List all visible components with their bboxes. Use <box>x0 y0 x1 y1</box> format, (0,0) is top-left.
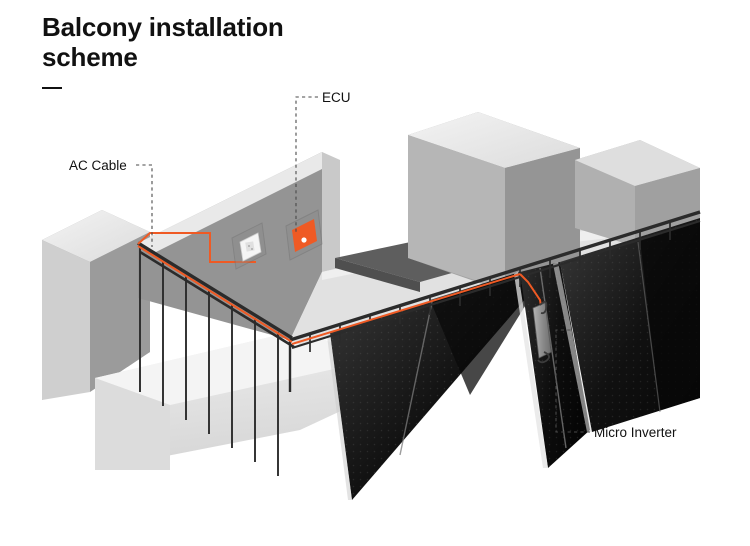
label-ac-cable: AC Cable <box>69 158 127 173</box>
leader-ac-cable <box>136 164 153 247</box>
solar-panel-3 <box>553 218 700 432</box>
wall-socket <box>231 222 267 270</box>
balcony-railing-right <box>288 210 701 392</box>
balcony-railing-left <box>137 241 295 476</box>
label-micro-inverter: Micro Inverter <box>594 425 677 440</box>
solar-panel-1 <box>327 272 540 500</box>
title-rule <box>42 87 62 89</box>
label-ecu: ECU <box>322 90 351 105</box>
solar-panel-array <box>327 218 700 500</box>
building-wall-right <box>408 112 580 290</box>
ecu-unit <box>285 209 323 261</box>
balcony-slab <box>95 330 375 470</box>
micro-inverter <box>532 300 552 364</box>
leader-lines <box>136 96 590 433</box>
leader-micro-inverter <box>555 329 590 433</box>
leader-ecu <box>295 96 318 232</box>
building-wall-back <box>138 152 340 340</box>
page-title: Balcony installation scheme <box>42 12 284 73</box>
building-wall-left <box>42 210 150 400</box>
